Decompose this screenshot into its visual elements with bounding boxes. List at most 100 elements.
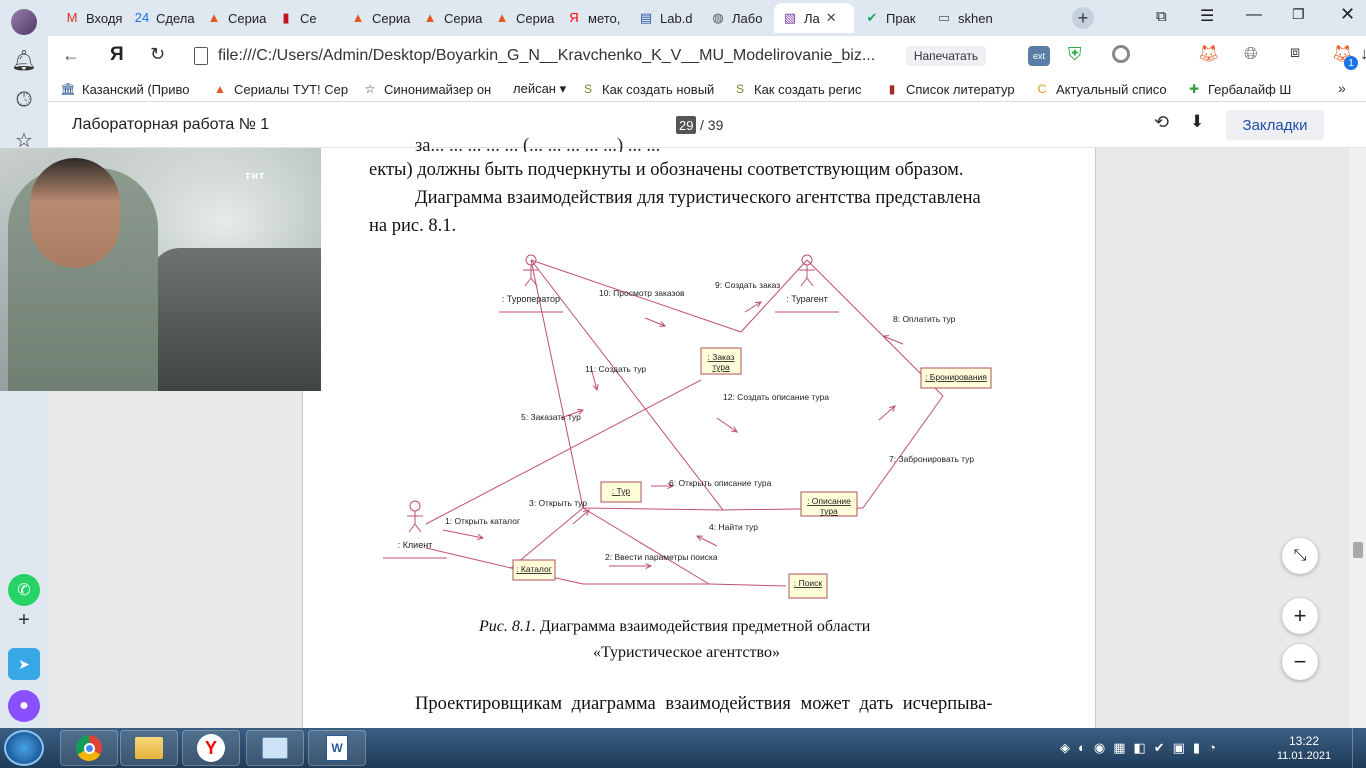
object-zakaz-tura-label: тура	[712, 362, 730, 372]
alice-icon[interactable]: ●	[8, 690, 40, 722]
address-bar: ← Я ↻ file:///C:/Users/Admin/Desktop/Boy…	[48, 36, 1366, 76]
print-button[interactable]: Напечатать	[906, 46, 986, 66]
bookmark-label: Список литератур	[906, 81, 1015, 97]
bookmark-item[interactable]: ☆Синонимайзер он	[362, 80, 507, 98]
fox-icon: ▲	[495, 10, 509, 25]
explorer-taskbar-icon[interactable]	[120, 730, 178, 766]
history-icon[interactable]: 🕓︎	[16, 88, 32, 111]
message-label: 7: Забронировать тур	[889, 454, 974, 464]
show-desktop-button[interactable]	[1352, 728, 1366, 768]
zoom-out-button[interactable]: −	[1282, 644, 1318, 680]
downloads-badge: 1	[1344, 56, 1358, 70]
globe-icon: ◍	[712, 10, 724, 25]
new-tab-button[interactable]: +	[1072, 7, 1094, 29]
message-arrow	[744, 301, 762, 313]
yandex-taskbar-icon[interactable]: Y	[182, 730, 240, 766]
chrome-taskbar-icon[interactable]	[60, 730, 118, 766]
yandex-logo-icon[interactable]: Я	[110, 44, 124, 65]
tab-label: Прак	[886, 10, 916, 26]
tab-label: мето,	[588, 10, 621, 26]
menu-icon[interactable]: ☰	[1200, 8, 1215, 25]
object-katalog	[512, 559, 556, 581]
message-label: 3: Открыть тур	[529, 498, 587, 508]
send-icon[interactable]: ➤	[8, 648, 40, 680]
restore-icon[interactable]: ❐	[1292, 6, 1305, 22]
tab-label: Сериа	[372, 10, 411, 26]
bookmarks-button[interactable]: Закладки	[1226, 110, 1324, 140]
actor-leg	[414, 523, 422, 533]
close-window-icon[interactable]: ✕	[1340, 4, 1356, 24]
bell-icon[interactable]: 🔔︎	[11, 49, 37, 72]
bookmark-item[interactable]: ✚Гербалайф Ш	[1186, 80, 1298, 98]
star-icon: ☆	[364, 82, 376, 96]
arrowhead	[592, 384, 599, 392]
back-icon[interactable]: ←	[62, 45, 80, 65]
bookmark-label: Как создать регис	[754, 81, 862, 97]
word-taskbar-icon[interactable]: W	[308, 730, 366, 766]
add-panel-icon[interactable]: +	[18, 608, 30, 631]
download-icon[interactable]: ⬇	[1190, 112, 1205, 131]
actor-leg	[524, 277, 532, 287]
whatsapp-icon[interactable]: ✆	[8, 574, 40, 606]
tab-12[interactable]: ▭skhen	[928, 3, 998, 33]
shield-icon[interactable]: ⛨	[1068, 44, 1082, 64]
extension-icon[interactable]: ext	[1028, 46, 1050, 66]
tab-2[interactable]: ▲Сериа	[198, 3, 268, 33]
search-extension-icon[interactable]	[1112, 45, 1130, 63]
message-arrow	[878, 405, 896, 421]
fit-page-button[interactable]: ⤡	[1282, 538, 1318, 574]
reload-icon[interactable]: ↻	[150, 44, 166, 64]
bookmarks-overflow-icon[interactable]: »	[1338, 80, 1346, 96]
rotate-icon[interactable]: ⟲	[1154, 112, 1170, 132]
zoom-in-button[interactable]: +	[1282, 598, 1318, 634]
actor-leg	[530, 277, 538, 287]
cut-text-line: за... ... ... ... ... (... ... ... ... .…	[415, 136, 661, 152]
bookmark-label: Казанский (Приво	[82, 81, 190, 97]
message-label: 12: Создать описание тура	[723, 392, 829, 402]
avatar[interactable]	[8, 6, 40, 38]
bookmark-item[interactable]: 🏛︎Казанский (Приво	[60, 80, 208, 98]
control-panel-taskbar-icon[interactable]	[246, 730, 304, 766]
tab-10[interactable]: ▧Ла✕	[774, 3, 854, 33]
system-tray-icons[interactable]: ◈◐◉▦◧✔▣▮◔	[1060, 740, 1224, 755]
scrollbar[interactable]	[1350, 148, 1366, 728]
caption-prefix: Рис. 8.1.	[479, 618, 536, 635]
start-button[interactable]	[4, 730, 44, 766]
downloads-icon[interactable]: ↓	[1360, 44, 1366, 63]
page-number-input[interactable]: 29	[676, 116, 697, 134]
tab-4[interactable]: ▲ Сериа	[342, 3, 412, 33]
tab-9[interactable]: ◍Лабо	[702, 3, 772, 33]
tab-5[interactable]: ▲Сериа	[414, 3, 484, 33]
bookmark-item[interactable]: ▮Список литератур	[884, 80, 1030, 98]
star-icon[interactable]: ☆	[15, 129, 33, 152]
globe-icon[interactable]: 🌐︎	[1244, 44, 1258, 63]
collections-icon[interactable]: ⧉	[1156, 8, 1167, 25]
minimize-icon[interactable]: —	[1246, 6, 1262, 23]
tab-3[interactable]: ▮Се	[270, 3, 340, 33]
arrowhead	[645, 562, 653, 570]
url-field[interactable]: file:///C:/Users/Admin/Desktop/Boyarkin_…	[218, 47, 876, 64]
tab-label: skhen	[958, 10, 993, 26]
bookmark-item[interactable]: лейсан ▾	[513, 80, 575, 98]
puzzle-icon[interactable]: ⧈	[1290, 44, 1301, 61]
tab-8[interactable]: ▤Lab.d	[630, 3, 700, 33]
scrollbar-thumb[interactable]	[1353, 542, 1363, 558]
fox-icon: ▲	[351, 10, 365, 25]
association-line	[708, 583, 787, 587]
bookmark-item[interactable]: ▲Сериалы ТУТ! Сер	[212, 80, 356, 98]
tab-11[interactable]: ✔Прак	[856, 3, 926, 33]
couch-shape	[150, 248, 321, 391]
close-tab-icon[interactable]: ✕	[825, 10, 837, 25]
message-label: 10: Просмотр заказов	[599, 288, 685, 298]
message-label: 2: Ввести параметры поиска	[605, 552, 718, 562]
video-overlay[interactable]: тнт	[0, 148, 321, 391]
tab-6[interactable]: ▲Сериа	[486, 3, 556, 33]
arrowhead	[658, 321, 667, 327]
fox-icon[interactable]: 🦊︎	[1198, 44, 1220, 63]
